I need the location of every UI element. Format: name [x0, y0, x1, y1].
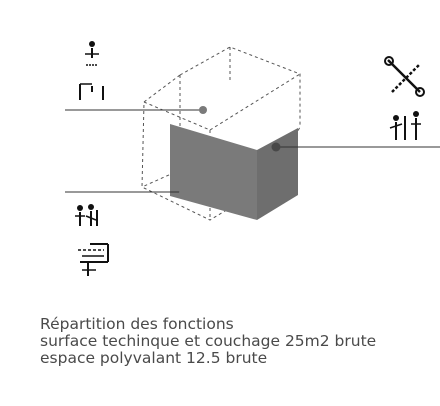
function-distribution-diagram — [65, 41, 440, 276]
tools-icon — [384, 56, 425, 97]
people-pair-icon-lower-left — [75, 204, 98, 226]
caption-title: Répartition des fonctions — [40, 315, 234, 333]
people-pair-icon-right — [389, 111, 421, 140]
marker-right — [271, 142, 281, 152]
caption: Répartition des fonctions surface techin… — [40, 316, 440, 367]
caption-line-multipurpose: espace polyvalant 12.5 brute — [40, 349, 268, 367]
marker-upper-left — [199, 106, 207, 114]
marker-lower-left — [179, 189, 187, 197]
technical-volume — [170, 124, 298, 220]
volume-side-face — [257, 128, 298, 220]
caption-line-technical: surface techinque et couchage 25m2 brute — [40, 332, 377, 350]
person-at-bench-icon — [79, 41, 104, 100]
bed-icon — [78, 243, 109, 276]
leader-lines — [65, 109, 440, 193]
volume-front-face — [170, 124, 257, 220]
